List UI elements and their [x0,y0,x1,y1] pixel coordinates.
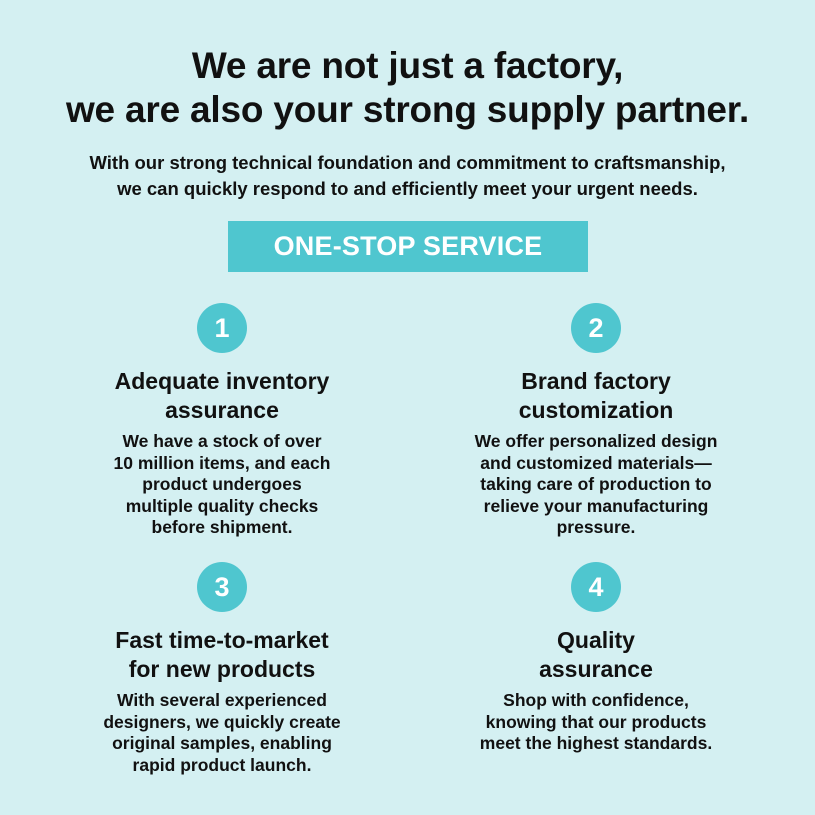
feature-description: We have a stock of over 10 million items… [57,431,387,539]
headline: We are not just a factory, we are also y… [0,44,815,132]
feature-description-line: before shipment. [151,517,293,537]
feature-description-line: Shop with confidence, [503,690,689,710]
feature-description-line: knowing that our products [485,711,707,732]
feature-number-badge: 4 [571,562,621,612]
feature-title-line: assurance [165,397,279,423]
feature-description-line: and customized materials— [480,452,712,473]
feature-description-line: pressure. [556,517,636,537]
feature-description-line: rapid product launch. [132,754,312,775]
feature-description-line: With several experienced [117,690,327,710]
feature-description-line: product undergoes [142,474,302,494]
feature-description-line: meet the highest standards. [479,733,713,753]
feature-number-badge: 3 [197,562,247,612]
feature-description: With several experienced designers, we q… [57,690,387,776]
feature-title-line: assurance [539,656,653,682]
headline-line-2: we are also your strong supply partner. [65,89,750,130]
feature-description-line: taking care of production to [480,474,712,494]
feature-description: Shop with confidence, knowing that our p… [431,690,761,755]
feature-title-line: Quality [557,627,635,653]
feature-description-line: original samples, enabling [112,733,332,753]
subheadline-line-1: With our strong technical foundation and… [89,152,726,173]
feature-title-line: Adequate inventory [114,368,330,394]
feature-quality: 4 Quality assurance Shop with confidence… [431,562,761,755]
headline-line-1: We are not just a factory, [191,45,624,86]
feature-title: Fast time-to-market for new products [57,626,387,684]
feature-description-line: multiple quality checks [125,495,319,516]
feature-description-line: We offer personalized design [474,431,718,451]
subheadline: With our strong technical foundation and… [0,150,815,202]
feature-description: We offer personalized design and customi… [431,431,761,539]
feature-description-line: 10 million items, and each [113,452,331,473]
feature-number-badge: 2 [571,303,621,353]
feature-description-line: relieve your manufacturing [483,495,709,516]
feature-title: Adequate inventory assurance [57,367,387,425]
feature-number-badge: 1 [197,303,247,353]
feature-description-line: designers, we quickly create [103,711,341,732]
one-stop-service-banner: ONE-STOP SERVICE [228,221,588,272]
feature-title-line: customization [518,397,674,423]
feature-title: Quality assurance [431,626,761,684]
feature-customization: 2 Brand factory customization We offer p… [431,303,761,539]
feature-time-to-market: 3 Fast time-to-market for new products W… [57,562,387,776]
feature-title-line: for new products [128,656,316,682]
subheadline-line-2: we can quickly respond to and efficientl… [117,178,698,199]
feature-inventory: 1 Adequate inventory assurance We have a… [57,303,387,539]
feature-title-line: Fast time-to-market [115,627,329,653]
feature-title-line: Brand factory [521,368,671,394]
feature-description-line: We have a stock of over [122,431,322,451]
feature-title: Brand factory customization [431,367,761,425]
